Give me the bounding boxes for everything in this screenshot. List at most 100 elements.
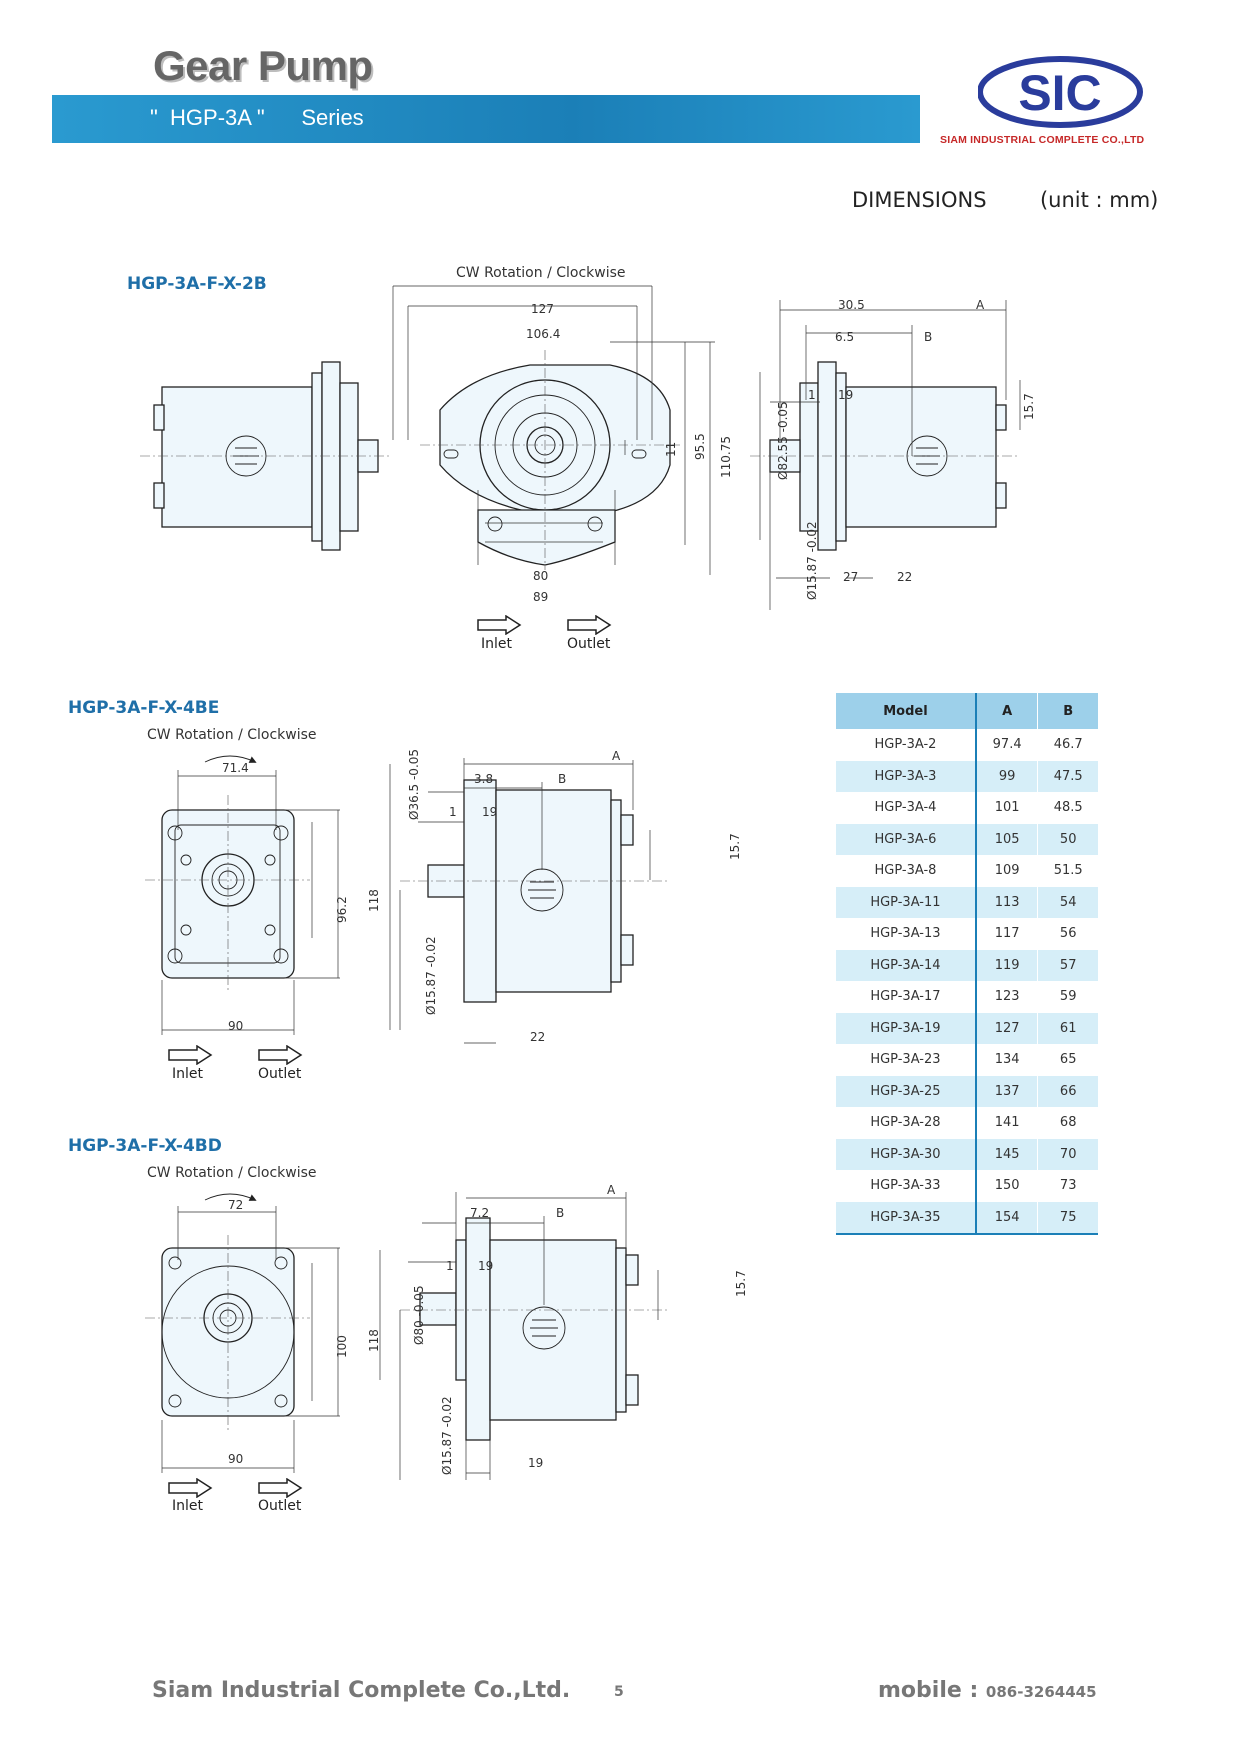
- dim-b: B: [558, 772, 567, 786]
- dim-a: A: [976, 298, 985, 312]
- cell-a: 150: [975, 1170, 1039, 1202]
- col-a: A: [975, 693, 1039, 729]
- dim-96: 96.2: [335, 896, 349, 923]
- dim-15-7: 15.7: [1022, 393, 1036, 420]
- model-label-2b: HGP-3A-F-X-2B: [127, 274, 267, 294]
- dim-11: 11: [664, 441, 678, 457]
- dim-72: 72: [228, 1198, 244, 1212]
- outlet-label: Outlet: [258, 1066, 302, 1082]
- dim-1: 1: [446, 1259, 454, 1273]
- series-label: " HGP-3A " Series: [150, 105, 364, 130]
- dim-19: 19: [838, 388, 854, 402]
- dim-dia36: Ø36.5 -0.05: [407, 748, 421, 820]
- cell-model: HGP-3A-23: [836, 1044, 977, 1076]
- dim-dia15: Ø15.87 -0.02: [440, 1396, 454, 1475]
- cell-a: 141: [975, 1107, 1039, 1139]
- cell-model: HGP-3A-14: [836, 949, 977, 981]
- rotation-label: CW Rotation / Clockwise: [147, 727, 317, 743]
- cell-model: HGP-3A-3: [836, 760, 977, 792]
- dim-19b: 19: [528, 1456, 544, 1470]
- sic-logo: SIC: [978, 56, 1143, 128]
- page-title: Gear Pump: [153, 42, 373, 89]
- dim-90: 90: [228, 1452, 244, 1466]
- cell-b: 50: [1037, 823, 1098, 855]
- rotation-label: CW Rotation / Clockwise: [147, 1165, 317, 1181]
- cell-a: 101: [975, 792, 1039, 824]
- cell-model: HGP-3A-13: [836, 918, 977, 950]
- dim-22: 22: [530, 1030, 546, 1044]
- cell-b: 51.5: [1053, 863, 1083, 879]
- dim-127: 127: [531, 302, 554, 316]
- cell-model: HGP-3A-35: [836, 1201, 977, 1235]
- front-view-4bd: [145, 1193, 340, 1473]
- dim-7-2: 7.2: [470, 1206, 490, 1220]
- cell-model: HGP-3A-19: [836, 1012, 977, 1044]
- flow-arrows-1: [477, 615, 612, 635]
- cell-a: 134: [975, 1044, 1039, 1076]
- model-label-4be: HGP-3A-F-X-4BE: [68, 698, 220, 718]
- cell-a: 154: [975, 1201, 1039, 1235]
- drawing-2b: [140, 285, 1021, 610]
- side-view-4be: [389, 758, 670, 1044]
- cell-model: HGP-3A-2: [836, 729, 977, 761]
- drawing-4be: [145, 755, 670, 1044]
- cell-b: 46.7: [1053, 737, 1083, 753]
- footer-company: Siam Industrial Complete Co.,Ltd.: [152, 1678, 571, 1703]
- dim-106: 106.4: [526, 327, 561, 341]
- cell-model: HGP-3A-33: [836, 1170, 977, 1202]
- cell-b: 73: [1059, 1178, 1077, 1194]
- cell-model: HGP-3A-28: [836, 1107, 977, 1139]
- mobile-label: mobile :: [878, 1678, 986, 1703]
- cell-b: 65: [1059, 1052, 1077, 1068]
- cell-model: HGP-3A-4: [836, 792, 977, 824]
- dim-dia15: Ø15.87 -0.02: [805, 521, 819, 600]
- inlet-label: Inlet: [481, 636, 512, 652]
- cell-a: 145: [975, 1138, 1039, 1170]
- cell-a: 119: [975, 949, 1039, 981]
- dim-80: 80: [533, 569, 549, 583]
- cell-b: 47.5: [1037, 760, 1098, 792]
- page-number: 5: [614, 1684, 624, 1700]
- col-b: B: [1037, 693, 1098, 729]
- cell-b: 57: [1037, 949, 1098, 981]
- dim-6: 6.5: [835, 330, 855, 344]
- drawing-4bd: [145, 1192, 670, 1480]
- dim-3-8: 3.8: [474, 772, 494, 786]
- cell-a: 97.4: [975, 729, 1039, 761]
- flow-arrows-3: [168, 1478, 303, 1498]
- footer-mobile: mobile : 086-3264445: [878, 1678, 1097, 1703]
- inlet-label: Inlet: [172, 1498, 203, 1514]
- col-model: Model: [836, 693, 977, 729]
- cell-a: 99: [975, 760, 1039, 792]
- cell-model: HGP-3A-17: [836, 981, 977, 1013]
- front-view: [392, 285, 715, 575]
- dim-30: 30.5: [838, 298, 865, 312]
- cell-b: 70: [1037, 1138, 1098, 1170]
- series-banner: [52, 95, 920, 143]
- dim-22: 22: [897, 570, 913, 584]
- cell-a: 127: [975, 1012, 1039, 1044]
- cell-b: 61: [1037, 1012, 1098, 1044]
- side-view-4bd: [379, 1192, 670, 1480]
- dim-19: 19: [478, 1259, 494, 1273]
- outlet-label: Outlet: [258, 1498, 302, 1514]
- front-view-4be: [145, 755, 340, 1035]
- dim-15-7: 15.7: [728, 833, 742, 860]
- cell-b: 56: [1059, 926, 1077, 942]
- dim-1: 1: [808, 388, 816, 402]
- dim-100: 100: [335, 1335, 349, 1358]
- cell-model: HGP-3A-11: [836, 886, 977, 918]
- mobile-number: 086-3264445: [985, 1683, 1097, 1701]
- cell-model: HGP-3A-25: [836, 1075, 977, 1107]
